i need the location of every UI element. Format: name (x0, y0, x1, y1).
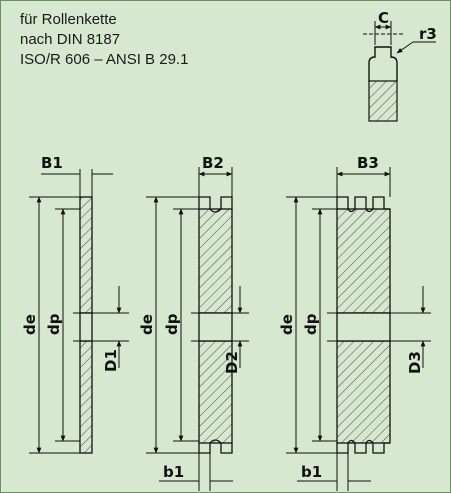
sprocket-duplex-width-label: B2 (202, 154, 224, 172)
sprocket-duplex-bore-label: D2 (223, 351, 241, 374)
sprocket-simplex-pitch-dia-label: dp (45, 313, 63, 335)
sprocket-simplex-width-label: B1 (41, 154, 63, 172)
header-text: für Rollenkette nach DIN 8187 ISO/R 606 … (20, 10, 188, 70)
sprocket-triplex-pitch-dia-label: dp (302, 313, 320, 335)
header-line-1: für Rollenkette (20, 11, 117, 28)
sprocket-duplex-tooth-width-label: b1 (163, 463, 184, 481)
sprocket-triplex-outer-dia-label: de (278, 314, 296, 335)
sprocket-simplex-outer-dia-label: de (21, 314, 39, 335)
sprocket-duplex-pitch-dia-label: dp (163, 313, 181, 335)
sprocket-triplex-width-label: B3 (357, 154, 379, 172)
detail-radius-label: r3 (419, 25, 437, 43)
header-line-3: ISO/R 606 – ANSI B 29.1 (20, 51, 189, 68)
sprocket-triplex-tooth-width-label: b1 (301, 463, 322, 481)
sprocket-triplex-bore-label: D3 (406, 351, 424, 374)
detail-width-label: C (378, 9, 389, 27)
tooth-detail (363, 21, 436, 122)
sprocket-simplex-bore-label: D1 (102, 349, 120, 372)
sprocket-triplex (286, 167, 431, 491)
sprocket-duplex (146, 167, 249, 491)
sprocket-simplex (29, 169, 129, 454)
header-line-2: nach DIN 8187 (20, 31, 121, 48)
sprocket-duplex-outer-dia-label: de (138, 314, 156, 335)
